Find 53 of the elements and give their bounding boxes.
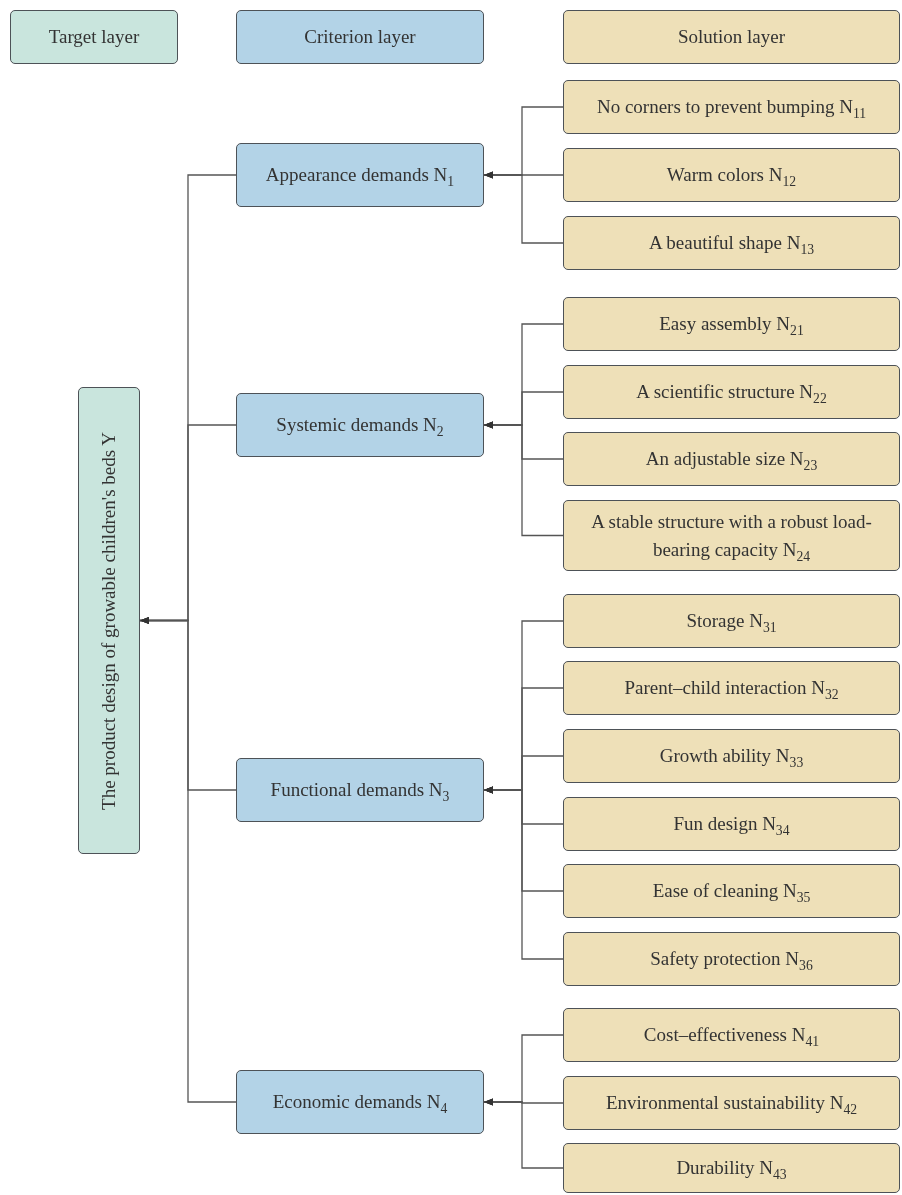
solution-box bbox=[563, 80, 900, 134]
criterion-box bbox=[236, 1070, 484, 1134]
solution-box bbox=[563, 216, 900, 270]
solution-box bbox=[563, 729, 900, 783]
solution-box bbox=[563, 365, 900, 419]
solution-box bbox=[563, 432, 900, 486]
layer-header bbox=[10, 10, 178, 64]
node-label: Environmental sustainability N$_{42}$ bbox=[605, 1091, 858, 1117]
solution-box bbox=[563, 1008, 900, 1062]
node-label: A scientific structure N$_{22}$ bbox=[636, 380, 827, 406]
solution-box bbox=[563, 864, 900, 918]
node-label: Systemic demands N$_{2}$ bbox=[276, 413, 444, 439]
connector-arrow bbox=[483, 1098, 564, 1169]
node-label: The product design of growable children's beds Y bbox=[98, 431, 120, 810]
solution-box bbox=[563, 1076, 900, 1130]
node-label: Durability N$_{43}$ bbox=[676, 1156, 787, 1182]
connector-arrow bbox=[483, 171, 564, 244]
node-label: Target layer bbox=[48, 25, 140, 50]
node-label: Storage N$_{31}$ bbox=[686, 609, 777, 635]
connector-arrow bbox=[483, 786, 564, 960]
layer-header bbox=[236, 10, 484, 64]
node-label: Parent–child interaction N$_{32}$ bbox=[624, 676, 839, 702]
node-label: No corners to prevent bumping N$_{11}$ bbox=[596, 95, 867, 121]
node-label: A stable structure with a robust load-bearing capacity N$_{24}$ bbox=[590, 509, 873, 564]
node-label: Economic demands N$_{4}$ bbox=[272, 1090, 448, 1116]
solution-box bbox=[563, 297, 900, 351]
node-label: Ease of cleaning N$_{35}$ bbox=[652, 879, 811, 905]
goal-box bbox=[78, 387, 140, 854]
node-label: Safety protection N$_{36}$ bbox=[650, 947, 813, 973]
solution-box bbox=[563, 932, 900, 986]
node-label: Functional demands N$_{3}$ bbox=[270, 778, 450, 804]
solution-box bbox=[563, 500, 900, 571]
node-label: Growth ability N$_{33}$ bbox=[659, 744, 804, 770]
node-label: Fun design N$_{34}$ bbox=[673, 812, 790, 838]
criterion-box bbox=[236, 143, 484, 207]
node-label: A beautiful shape N$_{13}$ bbox=[648, 231, 815, 257]
solution-box bbox=[563, 797, 900, 851]
connector-arrow bbox=[139, 616, 237, 1103]
node-label: Appearance demands N$_{1}$ bbox=[265, 163, 455, 189]
node-label: Solution layer bbox=[677, 25, 786, 50]
node-label: Cost–effectiveness N$_{41}$ bbox=[643, 1023, 820, 1049]
layer-header bbox=[563, 10, 900, 64]
solution-box bbox=[563, 1143, 900, 1193]
criterion-box bbox=[236, 393, 484, 457]
node-label: Easy assembly N$_{21}$ bbox=[659, 312, 804, 338]
solution-box bbox=[563, 148, 900, 202]
criterion-box bbox=[236, 758, 484, 822]
solution-box bbox=[563, 594, 900, 648]
connector-arrow bbox=[483, 421, 564, 537]
solution-box bbox=[563, 661, 900, 715]
node-label: Warm colors N$_{12}$ bbox=[666, 163, 797, 189]
node-label: An adjustable size N$_{23}$ bbox=[645, 447, 818, 473]
node-label: Criterion layer bbox=[304, 25, 416, 50]
